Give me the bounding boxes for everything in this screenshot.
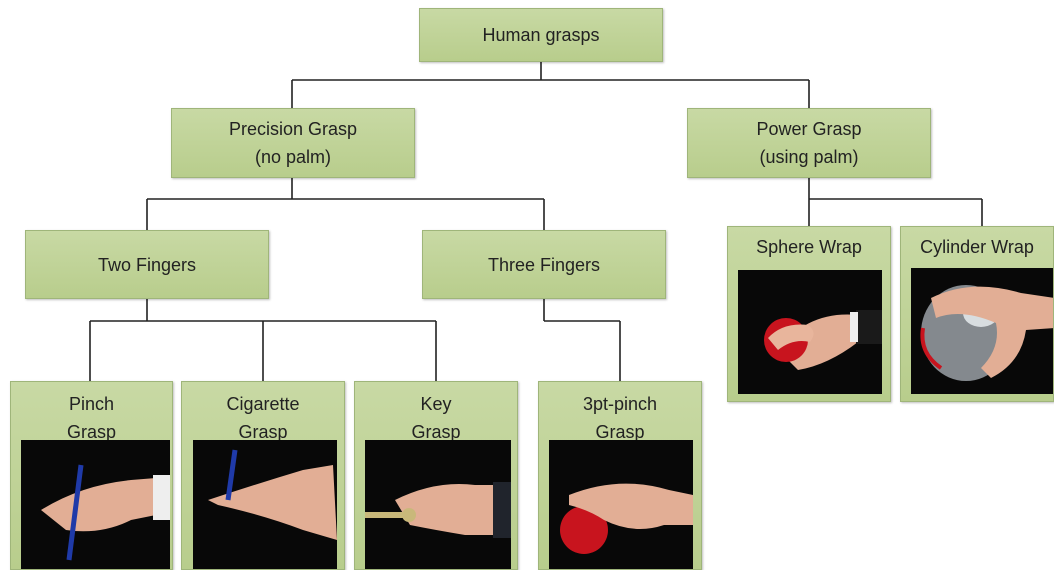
leaf-key-grasp-line1: Key xyxy=(420,390,451,418)
key-grasp-photo xyxy=(365,440,511,570)
leaf-sphere-wrap-label: Sphere Wrap xyxy=(756,233,862,261)
leaf-pinch-grasp-line1: Pinch xyxy=(69,390,114,418)
node-power-grasp-subtitle: (using palm) xyxy=(759,143,858,171)
leaf-pinch-grasp: Pinch Grasp xyxy=(10,381,173,570)
node-precision-grasp-title: Precision Grasp xyxy=(229,115,357,143)
sphere-wrap-photo xyxy=(738,270,882,394)
leaf-cylinder-wrap-label: Cylinder Wrap xyxy=(920,233,1034,261)
3pt-pinch-grasp-photo xyxy=(549,440,693,570)
leaf-cylinder-wrap: Cylinder Wrap xyxy=(900,226,1054,402)
node-three-fingers: Three Fingers xyxy=(422,230,666,299)
node-precision-grasp-subtitle: (no palm) xyxy=(255,143,331,171)
cigarette-grasp-photo xyxy=(193,440,337,570)
leaf-cigarette-grasp-line1: Cigarette xyxy=(226,390,299,418)
leaf-cigarette-grasp: Cigarette Grasp xyxy=(181,381,345,570)
leaf-key-grasp: Key Grasp xyxy=(354,381,518,570)
node-human-grasps-label: Human grasps xyxy=(482,21,599,49)
leaf-3pt-pinch-grasp: 3pt-pinch Grasp xyxy=(538,381,702,570)
node-power-grasp-title: Power Grasp xyxy=(756,115,861,143)
node-two-fingers: Two Fingers xyxy=(25,230,269,299)
node-power-grasp: Power Grasp (using palm) xyxy=(687,108,931,178)
cylinder-wrap-photo xyxy=(911,268,1054,394)
node-precision-grasp: Precision Grasp (no palm) xyxy=(171,108,415,178)
node-three-fingers-label: Three Fingers xyxy=(488,251,600,279)
leaf-sphere-wrap: Sphere Wrap xyxy=(727,226,891,402)
node-human-grasps: Human grasps xyxy=(419,8,663,62)
node-two-fingers-label: Two Fingers xyxy=(98,251,196,279)
pinch-grasp-photo xyxy=(21,440,170,570)
leaf-3pt-pinch-grasp-line1: 3pt-pinch xyxy=(583,390,657,418)
